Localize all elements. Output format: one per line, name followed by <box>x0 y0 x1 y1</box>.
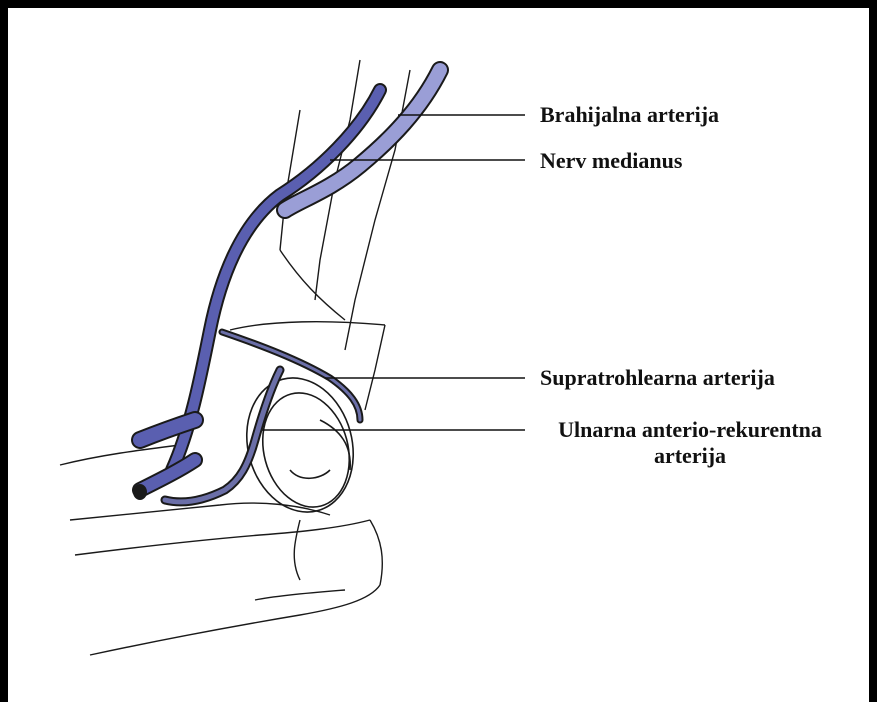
brachial-artery-shape <box>172 90 380 470</box>
bone-outline <box>60 60 410 655</box>
leader-lines <box>262 115 525 430</box>
median-nerve-shape <box>285 70 440 210</box>
label-ulnar-recurrent-artery: Ulnarna anterio-rekurentna arterija <box>540 417 840 469</box>
label-ulnar-recurrent-line2: arterija <box>540 443 840 469</box>
label-ulnar-recurrent-line1: Ulnarna anterio-rekurentna <box>540 417 840 443</box>
label-median-nerve: Nerv medianus <box>540 148 682 174</box>
label-supratrochlear-artery: Supratrohlearna arterija <box>540 365 775 391</box>
label-brachial-artery: Brahijalna arterija <box>540 102 719 128</box>
veins <box>133 420 195 500</box>
